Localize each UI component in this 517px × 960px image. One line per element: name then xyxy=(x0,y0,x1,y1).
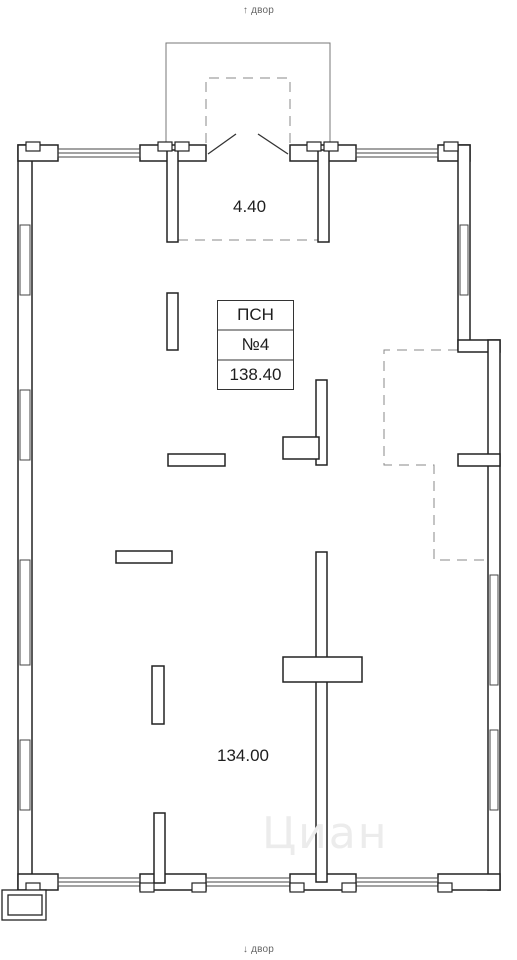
utility-box xyxy=(1,889,47,921)
right-windows xyxy=(459,224,499,811)
interior-walls xyxy=(115,149,501,884)
wall-columns xyxy=(25,141,459,893)
top-windows xyxy=(57,148,439,158)
unit-info-box: ПСН №4 138.40 xyxy=(217,300,294,390)
outer-walls xyxy=(17,144,501,891)
watermark: Циан xyxy=(262,808,389,859)
right-dashed-zone xyxy=(383,349,500,561)
unit-total-area-label: 138.40 xyxy=(229,365,282,384)
vestibule-dashed-zone xyxy=(178,77,318,241)
compass-bottom-label: ↓ двор xyxy=(242,944,275,955)
vestibule-outline xyxy=(165,42,331,148)
entrance-door[interactable] xyxy=(207,133,289,155)
unit-type-label: ПСН xyxy=(237,305,274,324)
unit-number-label: №4 xyxy=(241,335,270,354)
vestibule-area-label: 4.40 xyxy=(233,197,267,216)
bottom-windows xyxy=(57,877,439,887)
left-windows xyxy=(19,224,31,811)
main-room-area-label: 134.00 xyxy=(217,746,269,765)
unit-info-frame xyxy=(217,300,294,390)
compass-top-label: ↑ двор xyxy=(242,5,275,16)
